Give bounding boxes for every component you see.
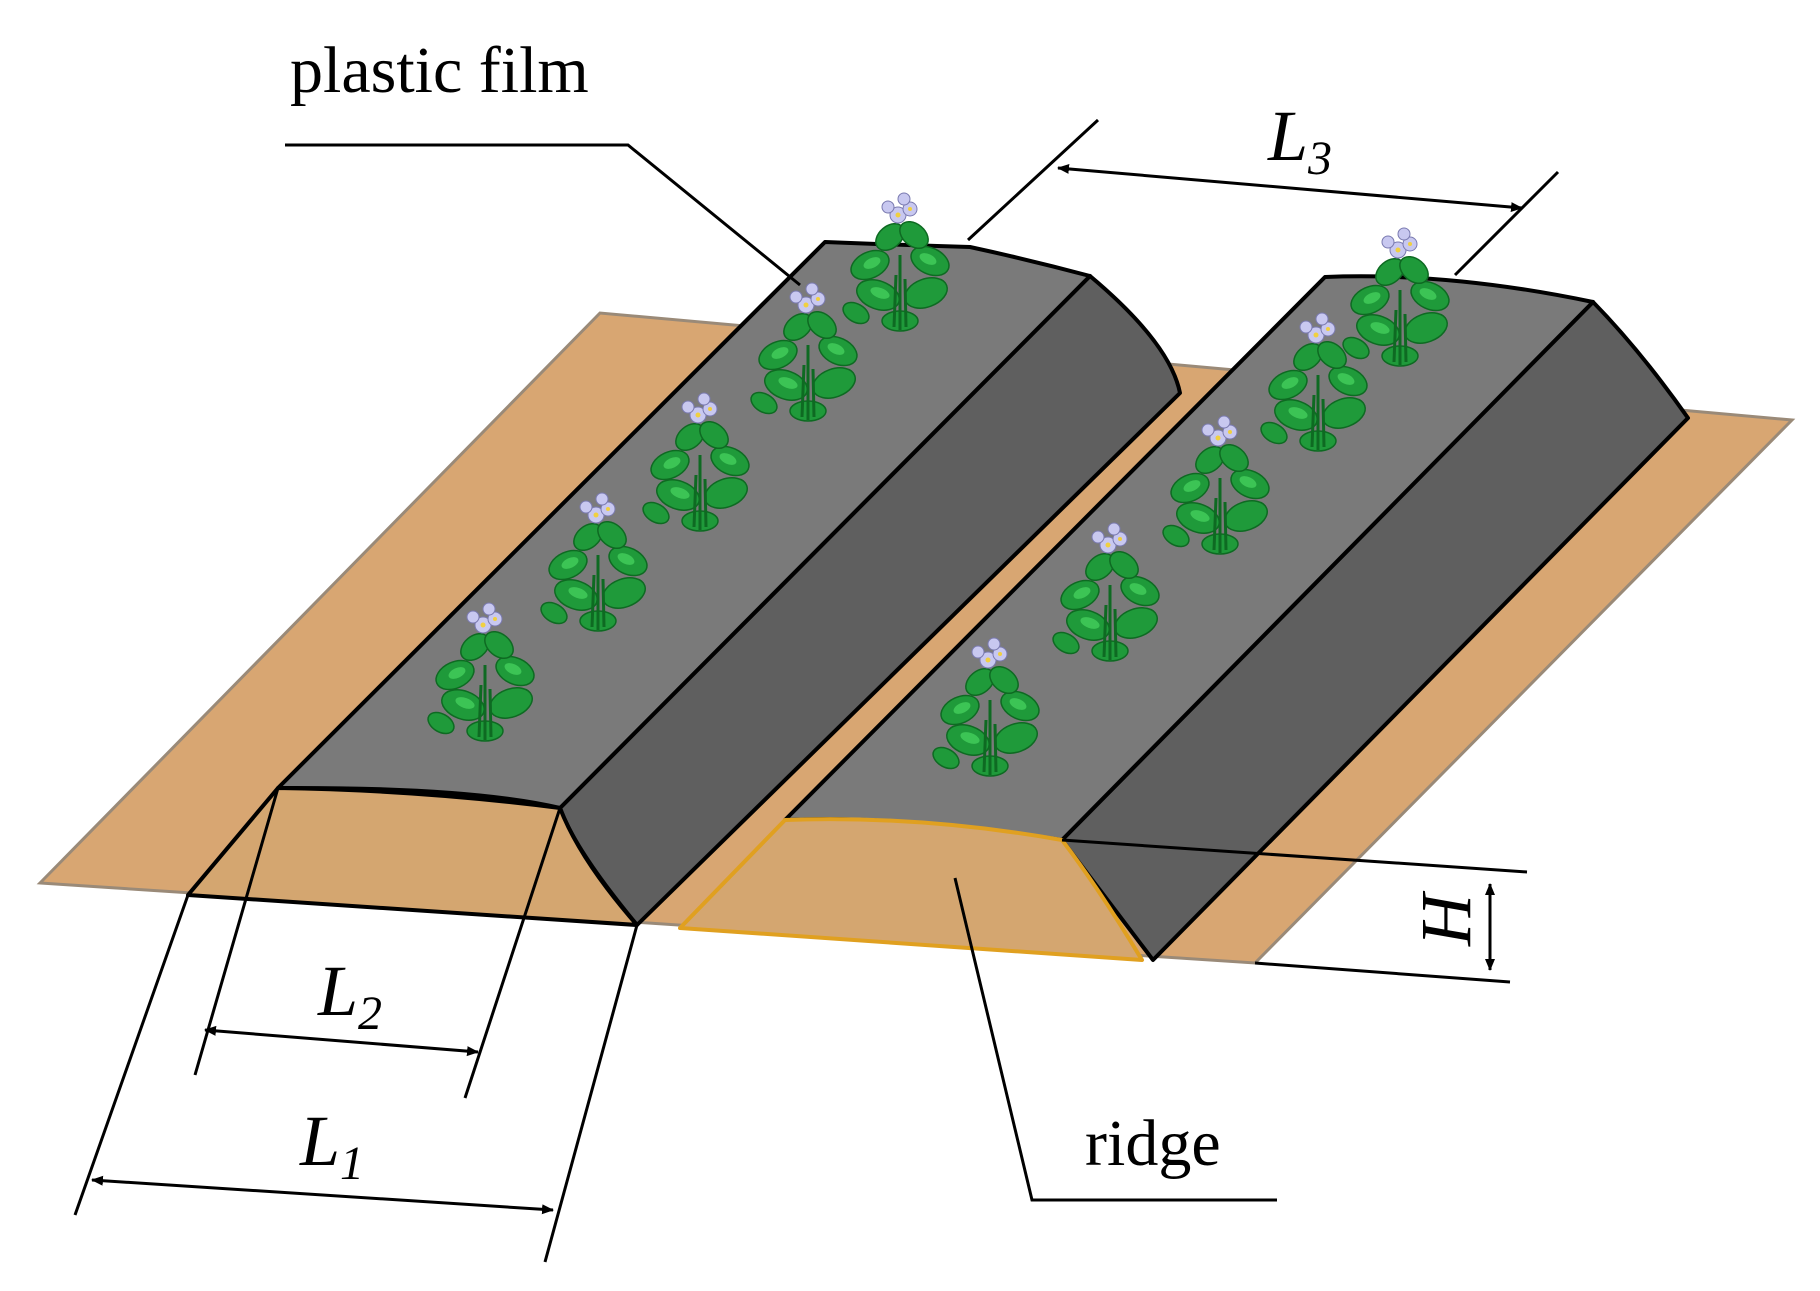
dimension-H: H xyxy=(1061,838,1528,984)
callout-ridge: ridge xyxy=(953,877,1277,1202)
extension-line-L2-right xyxy=(463,807,562,1099)
label-ridge: ridge xyxy=(1085,1107,1221,1180)
label-L2: L2 xyxy=(317,951,382,1040)
dimension-L2: L2 xyxy=(193,787,562,1099)
extension-line-L3-right xyxy=(1453,170,1560,277)
extension-line-H-bottom xyxy=(1254,961,1511,984)
dimension-L1: L1 xyxy=(73,894,639,1263)
dimension-arrow-L1 xyxy=(91,1175,554,1215)
label-H: H xyxy=(1406,890,1486,947)
extension-line-H-top xyxy=(1061,838,1528,874)
extension-line-L1-left xyxy=(73,894,190,1216)
leader-ridge xyxy=(953,877,1277,1202)
leader-plastic-film xyxy=(285,143,801,287)
ridge-left-soil-face xyxy=(186,786,639,927)
dimension-L3: L3 xyxy=(966,96,1560,277)
dimension-arrow-L3 xyxy=(1057,163,1523,213)
extension-line-L3-left xyxy=(966,118,1100,242)
label-plastic-film: plastic film xyxy=(290,34,589,107)
dimension-arrow-L2 xyxy=(204,1025,479,1057)
extension-line-L1-right xyxy=(543,924,639,1263)
label-L3: L3 xyxy=(1267,96,1332,185)
ridge-right-soil-face xyxy=(678,817,1144,962)
label-L1: L1 xyxy=(299,1101,364,1190)
callout-plastic-film: plastic film xyxy=(285,34,801,287)
